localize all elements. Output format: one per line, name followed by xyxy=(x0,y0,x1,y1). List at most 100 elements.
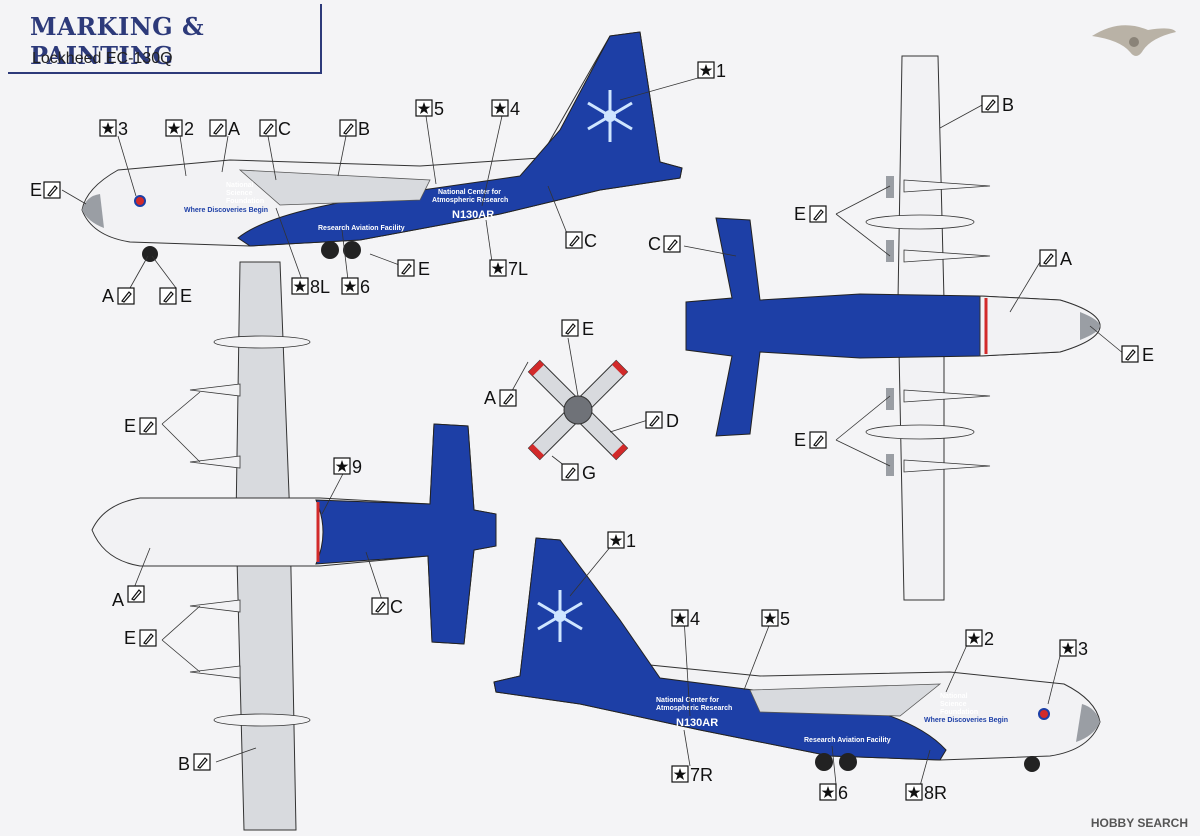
callout-decal-4: 4 xyxy=(491,99,520,119)
svg-text:E: E xyxy=(180,286,192,306)
svg-text:4: 4 xyxy=(510,99,520,119)
callout-paint-e: E xyxy=(397,259,430,279)
svg-text:1: 1 xyxy=(626,531,636,551)
svg-text:8R: 8R xyxy=(924,783,947,803)
callout-decal-6: 6 xyxy=(819,783,848,803)
nsf-text: Foundation xyxy=(940,709,978,716)
callout-decal-2: 2 xyxy=(165,119,194,139)
callout-decal-7l: 7L xyxy=(489,259,528,279)
callout-decal-6: 6 xyxy=(341,277,370,297)
callout-paint-b: B xyxy=(981,95,1014,115)
callout-paint-e: E xyxy=(124,628,157,648)
svg-text:G: G xyxy=(582,463,596,483)
svg-text:E: E xyxy=(794,430,806,450)
nsf-text: Foundation xyxy=(226,198,264,205)
svg-text:2: 2 xyxy=(184,119,194,139)
callout-decal-5: 5 xyxy=(761,609,790,629)
callout-paint-c: C xyxy=(565,231,597,251)
registration-text: N130AR xyxy=(452,209,494,221)
callout-paint-b: B xyxy=(178,753,211,774)
svg-text:B: B xyxy=(178,754,190,774)
svg-text:E: E xyxy=(30,180,42,200)
callout-decal-9: 9 xyxy=(333,457,362,477)
callout-lines xyxy=(61,77,1125,787)
callout-paint-e: E xyxy=(561,319,594,339)
svg-text:E: E xyxy=(794,204,806,224)
callout-paint-e: E xyxy=(794,204,827,224)
svg-text:A: A xyxy=(484,388,496,408)
bottom-view xyxy=(91,261,497,831)
callout-paint-c: C xyxy=(371,597,403,617)
svg-text:C: C xyxy=(390,597,403,617)
callout-paint-a: A xyxy=(102,286,135,306)
callout-paint-e: E xyxy=(1121,345,1154,365)
sheet-title: MARKING & PAINTING xyxy=(30,12,205,70)
callout-paint-b: B xyxy=(339,119,370,139)
callout-decal-7r: 7R xyxy=(671,765,713,785)
owl-logo-icon xyxy=(1092,25,1176,56)
callout-paint-a: A xyxy=(209,119,240,139)
callout-paint-d: D xyxy=(645,411,679,431)
svg-text:7R: 7R xyxy=(690,765,713,785)
ncar-text: Atmospheric Research xyxy=(656,705,732,712)
ncar-text: National Center for xyxy=(656,697,719,704)
side-view-right: National Science Foundation Where Discov… xyxy=(493,537,1101,772)
svg-text:5: 5 xyxy=(434,99,444,119)
nsf-text: National xyxy=(940,693,968,700)
svg-text:9: 9 xyxy=(352,457,362,477)
callout-paint-c: C xyxy=(259,119,291,139)
callout-paint-c: C xyxy=(648,234,681,254)
callout-decal-8r: 8R xyxy=(905,783,947,803)
raf-text: Research Aviation Facility xyxy=(318,225,405,232)
svg-text:C: C xyxy=(648,234,661,254)
registration-text: N130AR xyxy=(676,717,718,729)
callout-decal-4: 4 xyxy=(671,609,700,629)
svg-text:A: A xyxy=(1060,249,1072,269)
svg-text:C: C xyxy=(584,231,597,251)
callout-decal-8l: 8L xyxy=(291,277,330,297)
callout-paint-g: G xyxy=(561,463,596,483)
svg-text:E: E xyxy=(1142,345,1154,365)
svg-text:8L: 8L xyxy=(310,277,330,297)
nsf-slogan: Where Discoveries Begin xyxy=(924,717,1008,724)
svg-text:B: B xyxy=(1002,95,1014,115)
svg-text:1: 1 xyxy=(716,61,726,81)
raf-text: Research Aviation Facility xyxy=(804,737,891,744)
nsf-text: Science xyxy=(226,190,253,197)
svg-text:A: A xyxy=(112,590,124,610)
svg-text:3: 3 xyxy=(1078,639,1088,659)
nsf-text: Science xyxy=(940,701,967,708)
svg-text:E: E xyxy=(418,259,430,279)
nsf-slogan: Where Discoveries Begin xyxy=(184,207,268,214)
svg-text:E: E xyxy=(124,416,136,436)
callout-paint-e: E xyxy=(794,430,827,450)
svg-text:5: 5 xyxy=(780,609,790,629)
svg-text:C: C xyxy=(278,119,291,139)
ncar-text: National Center for xyxy=(438,189,501,196)
callout-paint-a: A xyxy=(112,585,145,610)
svg-text:7L: 7L xyxy=(508,259,528,279)
svg-text:4: 4 xyxy=(690,609,700,629)
callout-paint-a: A xyxy=(484,388,517,408)
sheet-subtitle: Lockheed EC-130Q xyxy=(32,50,173,67)
callout-decal-3: 3 xyxy=(99,119,128,139)
callout-paint-e: E xyxy=(30,180,61,200)
title-box: MARKING & PAINTING Lockheed EC-130Q xyxy=(8,4,322,74)
svg-text:2: 2 xyxy=(984,629,994,649)
side-view-left: National Science Foundation Where Discov… xyxy=(81,31,683,262)
svg-text:E: E xyxy=(124,628,136,648)
callout-decal-5: 5 xyxy=(415,99,444,119)
svg-text:6: 6 xyxy=(838,783,848,803)
svg-text:A: A xyxy=(102,286,114,306)
callout-paint-a: A xyxy=(1039,249,1072,269)
propeller-diagram xyxy=(527,359,629,461)
callout-paint-e: E xyxy=(159,286,192,306)
callout-decal-1: 1 xyxy=(607,531,636,551)
svg-text:D: D xyxy=(666,411,679,431)
nsf-text: National xyxy=(226,182,254,189)
callout-paint-e: E xyxy=(124,416,157,436)
callout-decal-2: 2 xyxy=(965,629,994,649)
svg-text:A: A xyxy=(228,119,240,139)
